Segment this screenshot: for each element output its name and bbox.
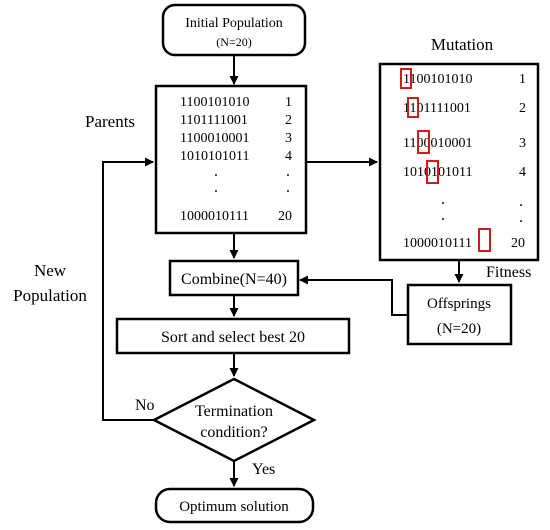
- offsprings-size: (N=20): [437, 321, 481, 337]
- mutation-index-4: 4: [519, 165, 526, 180]
- parent-ellipsis-4: .: [286, 179, 290, 196]
- parent-index-1: 1: [285, 95, 292, 110]
- mutation-ellipsis-1: .: [441, 191, 445, 208]
- parent-ellipsis-1: .: [214, 163, 218, 180]
- arrow-offsprings-to-combine: [299, 275, 408, 316]
- mutation-ellipsis-4: .: [519, 209, 523, 226]
- mutation-list: 1100101010 1 1101111001 2 1100010001 3 1…: [378, 62, 540, 262]
- initial-population-node: Initial Population (N=20): [161, 3, 307, 57]
- parents-label: Parents: [85, 112, 135, 131]
- mutation-marker-20: [478, 228, 491, 252]
- fitness-label: Fitness: [486, 264, 531, 281]
- mutation-marker-1: [400, 68, 412, 89]
- parent-bits-1: 1100101010: [180, 95, 249, 110]
- no-label: No: [135, 397, 155, 414]
- termination-text-2: condition?: [200, 424, 268, 441]
- parent-index-2: 2: [285, 113, 292, 128]
- offsprings-node: Offsprings (N=20): [406, 283, 513, 346]
- combine-node: Combine(N=40): [168, 259, 300, 297]
- mutation-index-20: 20: [511, 236, 525, 251]
- parent-index-3: 3: [285, 131, 292, 146]
- optimum-solution-node: Optimum solution: [154, 487, 315, 524]
- mutation-marker-2: [407, 97, 419, 118]
- initial-population-title: Initial Population: [185, 16, 283, 31]
- offsprings-title: Offsprings: [427, 296, 491, 312]
- termination-text-1: Termination: [195, 403, 273, 420]
- new-population-label-2: Population: [13, 286, 87, 305]
- termination-decision: Termination condition?: [151, 377, 317, 463]
- parent-bits-4: 1010101011: [180, 149, 249, 164]
- parent-index-20: 20: [278, 209, 292, 224]
- sort-select-node: Sort and select best 20: [115, 317, 351, 355]
- parent-ellipsis-2: .: [286, 163, 290, 180]
- mutation-ellipsis-3: .: [441, 207, 445, 224]
- mutation-index-2: 2: [519, 101, 526, 116]
- mutation-bits-2: 1101111001: [403, 101, 471, 116]
- parent-bits-2: 1101111001: [180, 113, 248, 128]
- sort-select-text: Sort and select best 20: [161, 329, 305, 346]
- mutation-bits-20: 1000010111: [403, 236, 472, 251]
- arrow-no-loop-back: [102, 157, 154, 421]
- initial-population-size: (N=20): [216, 35, 251, 49]
- new-population-label-1: New: [34, 261, 67, 280]
- parent-index-4: 4: [285, 149, 292, 164]
- parent-bits-3: 1100010001: [180, 131, 249, 146]
- mutation-marker-3: [417, 130, 430, 154]
- optimum-solution-text: Optimum solution: [179, 499, 289, 515]
- combine-text: Combine(N=40): [181, 271, 287, 288]
- yes-label: Yes: [252, 461, 275, 478]
- mutation-marker-4: [426, 160, 439, 184]
- mutation-bits-3: 1100010001: [403, 136, 472, 151]
- parent-bits-20: 1000010111: [180, 209, 249, 224]
- mutation-bits-1: 1100101010: [403, 72, 472, 87]
- parents-list: 1100101010 1 1101111001 2 1100010001 3 1…: [154, 84, 308, 235]
- mutation-index-3: 3: [519, 136, 526, 151]
- mutation-index-1: 1: [519, 72, 526, 87]
- mutation-ellipsis-2: .: [519, 193, 523, 210]
- mutation-label: Mutation: [431, 35, 494, 54]
- parent-ellipsis-3: .: [214, 179, 218, 196]
